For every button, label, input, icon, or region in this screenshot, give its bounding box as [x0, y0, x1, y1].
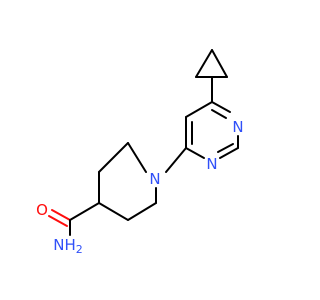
carboxamide-group [48, 202, 100, 236]
atom-n-piperidine: N [149, 170, 160, 188]
bond-cyclopropyl-2 [211, 49, 228, 78]
cyclopropyl-group [195, 49, 228, 103]
bond-c4-c5 [98, 202, 129, 221]
bond-carbonyl-o-double [48, 215, 68, 227]
bond-c4-npip [165, 147, 187, 173]
bond-c4-carbonyl [69, 202, 100, 221]
bond-n3-c2 [219, 147, 239, 159]
bond-c4-n3 [185, 147, 205, 159]
bond-carbonyl-o [51, 209, 71, 221]
bond-n1-c6 [211, 101, 231, 113]
pyrimidine-ring [185, 101, 239, 159]
atom-nh2-amide: NH2 [53, 236, 83, 256]
bond-c2-c3 [98, 142, 129, 173]
atom-o-carbonyl: O [36, 201, 48, 219]
bond-npip-c2 [127, 142, 147, 173]
atom-n-pyrimidine-1: N [232, 118, 243, 136]
atom-nh-text: NH [53, 236, 76, 254]
bond-n1-c6-double [211, 109, 227, 119]
atom-n-pyrimidine-3: N [206, 155, 217, 173]
bond-cyclopropyl-1 [195, 49, 213, 78]
piperidine-ring [98, 142, 157, 221]
bond-c6-c5 [185, 101, 213, 118]
molecule-structure: N N N O NH2 [36, 49, 244, 256]
bond-c5-c6 [127, 202, 157, 221]
atom-nh2-subscript: 2 [76, 243, 83, 256]
bond-n3-c2-double [217, 143, 234, 153]
